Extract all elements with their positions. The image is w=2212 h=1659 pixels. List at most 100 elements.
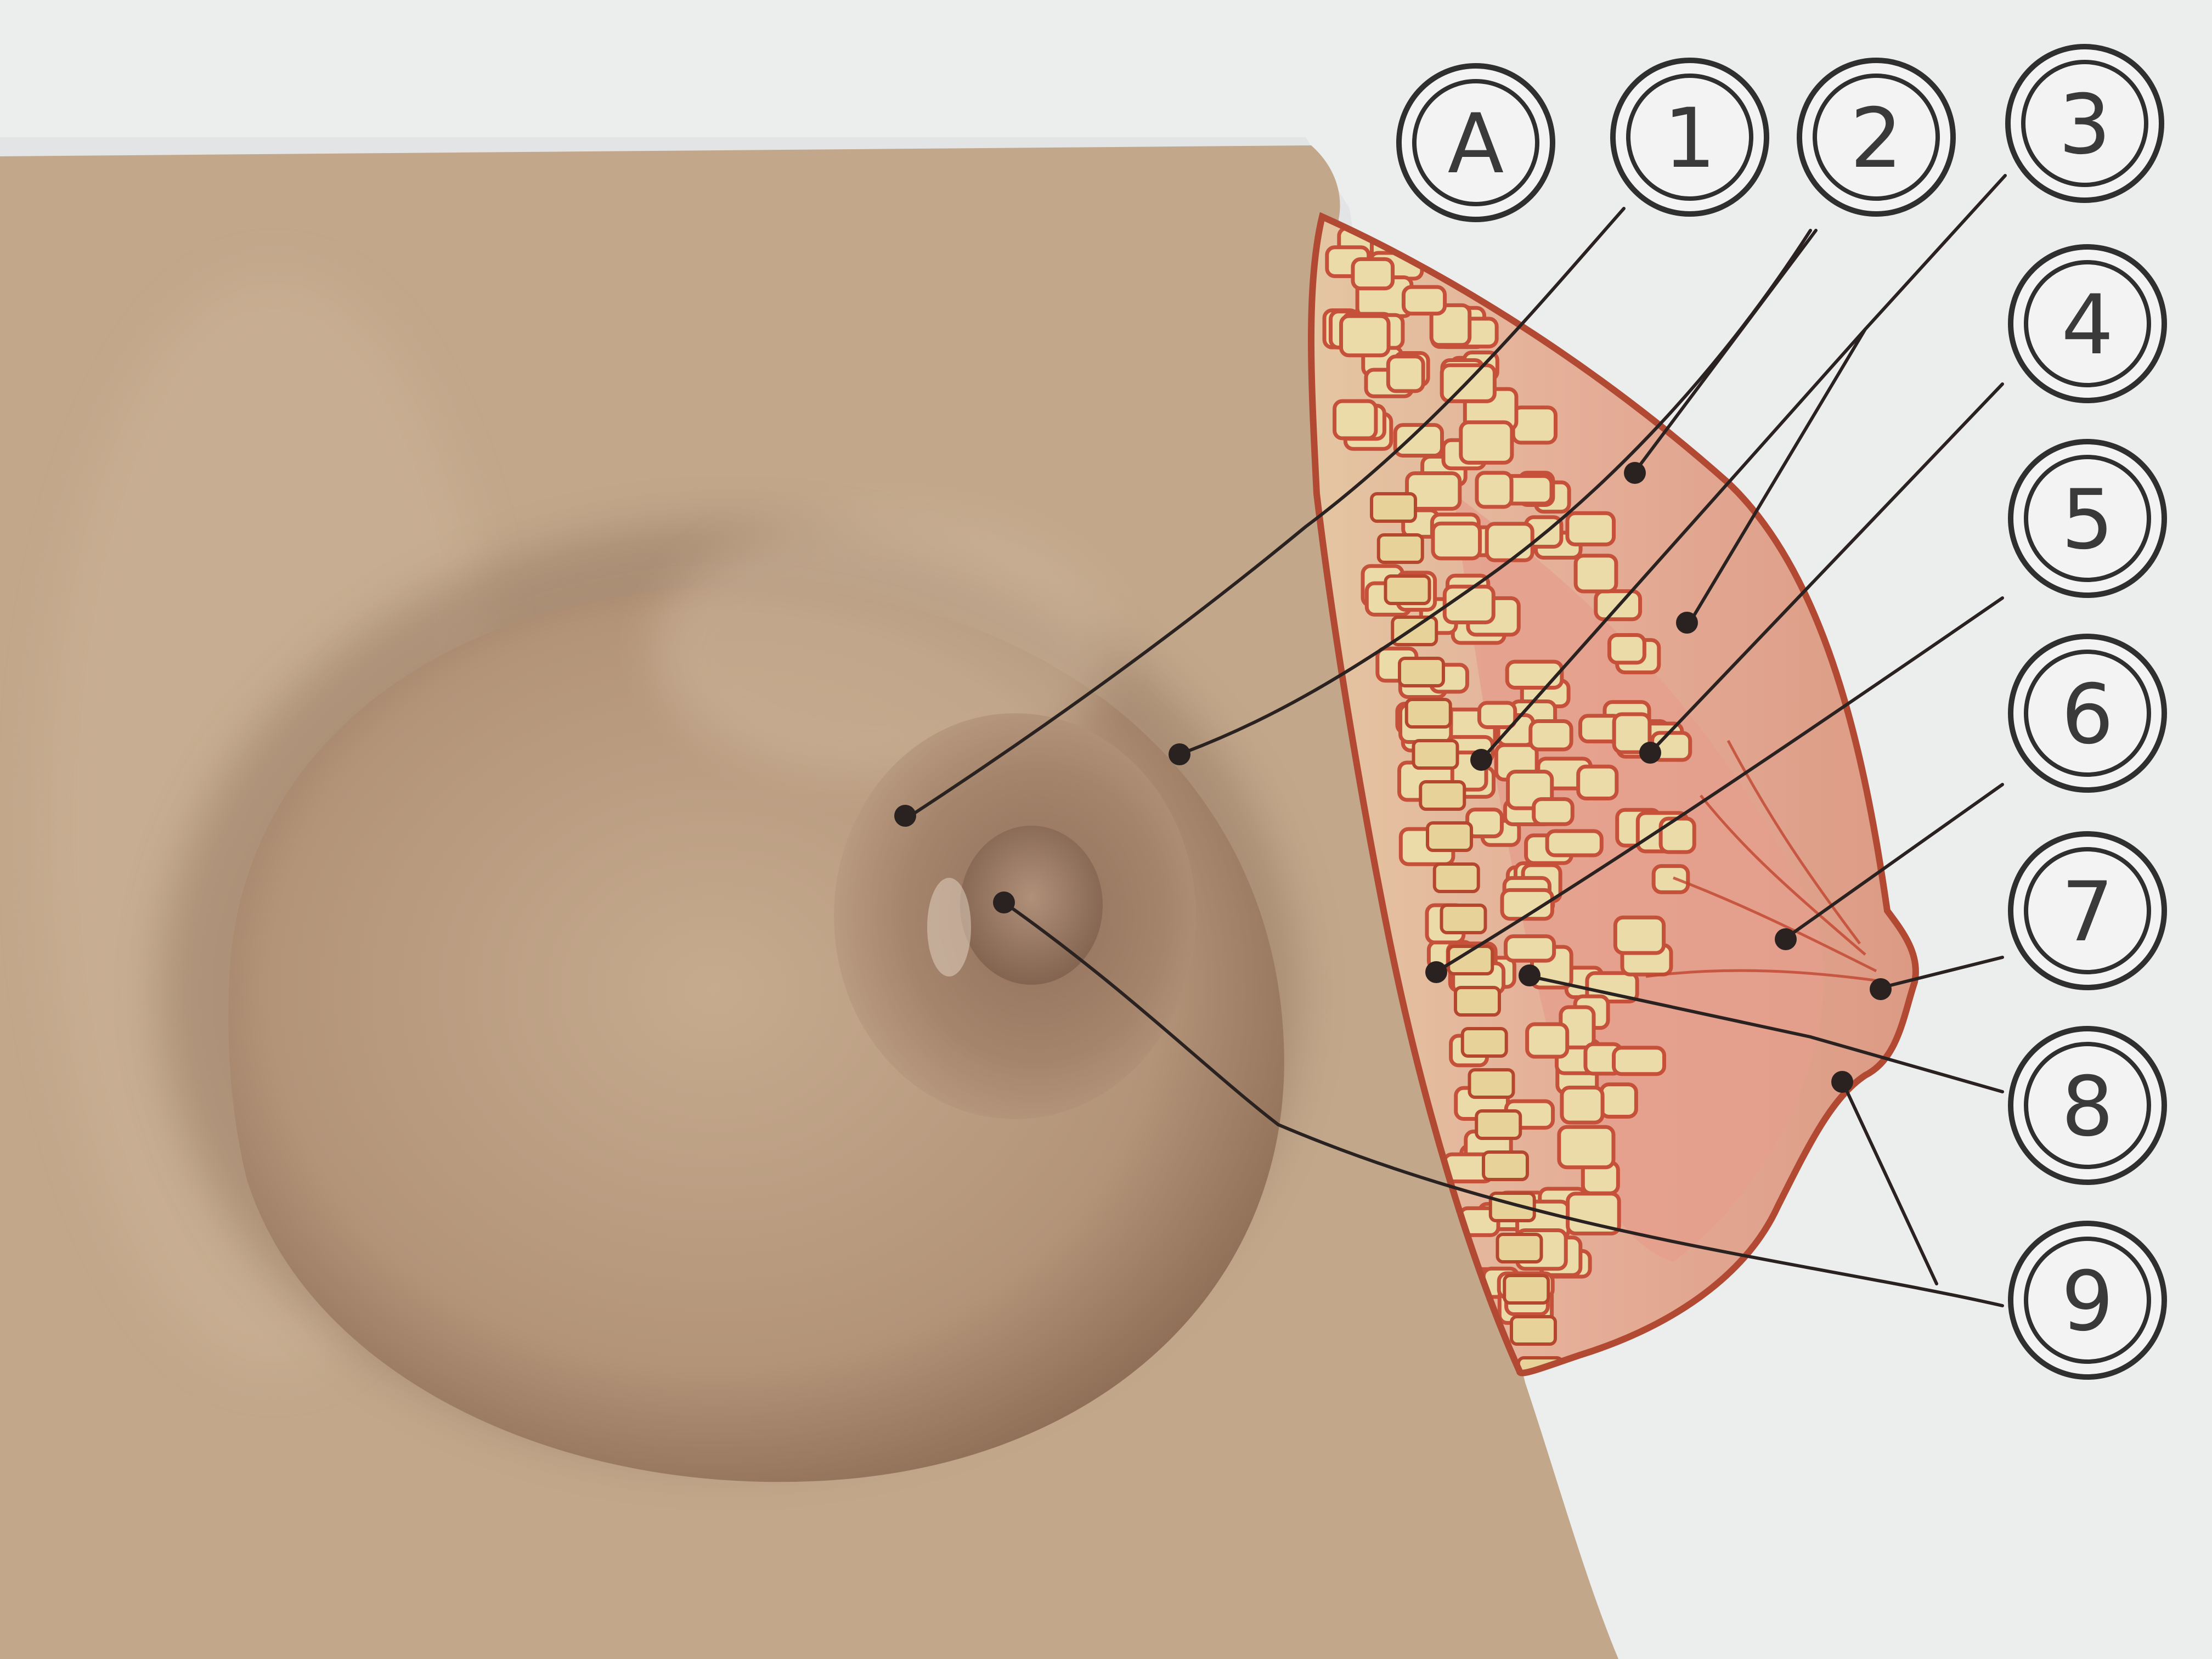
fat-lobule <box>1658 816 1696 854</box>
fat-lobule <box>1612 712 1652 754</box>
callout-label: 9 <box>2061 1254 2113 1350</box>
chest-wall-segment <box>1419 780 1466 811</box>
chest-wall-segment <box>1503 1274 1550 1305</box>
chest-wall-segment <box>1398 657 1445 687</box>
fat-lobule <box>1431 521 1482 561</box>
callout-label: 2 <box>1850 91 1902 187</box>
breast-highlight <box>653 516 1114 779</box>
dot-2-front <box>1169 743 1190 765</box>
leader-8 <box>1529 975 2004 1093</box>
callout-badge-2: 2 <box>1797 58 1956 217</box>
dot-9-section <box>1831 1071 1853 1093</box>
callout-badge-4: 4 <box>2008 244 2167 403</box>
leader-4 <box>1644 382 2004 759</box>
chest-wall-segment <box>1391 616 1438 646</box>
callout-badges: A 1 2 3 4 5 6 7 8 9 <box>1396 44 2167 1380</box>
fat-lobule <box>1339 314 1391 358</box>
callout-badge-3: 3 <box>2005 44 2164 203</box>
fat-lobule <box>1505 659 1564 690</box>
fat-lobule <box>1405 471 1462 511</box>
leader-2a <box>1178 229 1812 756</box>
fat-lobule <box>1459 420 1514 465</box>
callout-badge-1: 1 <box>1610 58 1769 217</box>
fat-lobule <box>1557 1125 1616 1170</box>
chest-wall-segment <box>1482 1150 1529 1181</box>
chest-wall-segment <box>1432 862 1480 893</box>
callout-label: A <box>1448 97 1504 192</box>
chest-wall-segment <box>1412 739 1459 770</box>
fat-lobule <box>1599 1082 1638 1119</box>
fat-lobule <box>1545 829 1604 857</box>
callout-label: 4 <box>2061 278 2113 373</box>
fat-lobule <box>1528 719 1573 752</box>
fat-lobule <box>1607 633 1646 665</box>
fat-lobule <box>1401 285 1447 316</box>
dot-6 <box>1775 928 1797 950</box>
dot-7 <box>1870 978 1892 1000</box>
chest-wall-segment <box>1460 1027 1508 1058</box>
chest-wall-segment <box>1376 533 1424 564</box>
leader-9b <box>1842 1082 1938 1285</box>
dot-1 <box>894 805 916 827</box>
chest-wall-segment <box>1454 986 1501 1017</box>
leader-9a <box>1002 901 2004 1307</box>
dot-3a <box>1676 612 1698 634</box>
chest-wall-segment <box>1510 1315 1557 1346</box>
chest-wall-segment <box>1475 1109 1522 1140</box>
dot-2a <box>1624 462 1646 484</box>
fat-lobule <box>1560 1085 1605 1125</box>
leader-2b <box>1633 229 1818 473</box>
fat-lobule <box>1566 1192 1621 1235</box>
fat-lobule <box>1503 934 1556 963</box>
callout-badge-7: 7 <box>2008 831 2167 990</box>
lactiferous-duct <box>1645 969 1888 984</box>
nipple-sheen <box>927 878 971 977</box>
leader-1 <box>906 207 1626 819</box>
leader-3b <box>1688 328 1867 624</box>
callout-label: 1 <box>1663 91 1716 187</box>
chest-wall-segment <box>1384 574 1431 605</box>
chest-wall-segment <box>1496 1233 1543 1263</box>
dot-3b <box>1470 749 1492 771</box>
fat-lobule <box>1500 888 1554 921</box>
fat-lobule <box>1429 303 1472 347</box>
dot-8 <box>1519 964 1541 986</box>
callout-badge-5: 5 <box>2008 439 2167 598</box>
fat-lobule <box>1612 1046 1666 1076</box>
dot-4 <box>1639 742 1661 764</box>
callout-label: 8 <box>2061 1059 2113 1155</box>
chest-wall-segment <box>1468 1068 1515 1099</box>
callout-badge-view-a: A <box>1396 63 1555 222</box>
fat-lobule <box>1573 554 1618 594</box>
callout-label: 5 <box>2061 472 2113 568</box>
fat-lobule <box>1525 1022 1570 1059</box>
fat-lobule <box>1651 864 1690 894</box>
leader-7 <box>1880 956 2004 989</box>
leader-6 <box>1784 783 2004 940</box>
fat-lobule <box>1386 354 1425 393</box>
fat-lobule <box>1351 257 1395 291</box>
leader-lines <box>906 174 2007 1307</box>
chest-wall-segment <box>1440 904 1487 934</box>
fat-lobule <box>1511 405 1558 445</box>
fat-lobule <box>1477 701 1517 729</box>
lactiferous-duct <box>1673 876 1877 973</box>
callout-label: 7 <box>2061 865 2113 960</box>
leader-5 <box>1436 596 2004 973</box>
dot-9-front <box>993 891 1015 913</box>
chest-wall-segment <box>1370 492 1417 523</box>
callout-badge-8: 8 <box>2008 1026 2167 1185</box>
nipple <box>960 826 1103 985</box>
fat-lobule <box>1576 764 1619 800</box>
fat-lobule <box>1485 522 1534 562</box>
fat-lobule <box>1333 399 1378 441</box>
fat-lobule <box>1393 423 1444 458</box>
callout-badge-6: 6 <box>2008 634 2167 793</box>
lactiferous-duct <box>1700 794 1866 956</box>
fat-lobule <box>1442 584 1496 624</box>
fat-lobule <box>1613 915 1666 955</box>
breast-front-view <box>159 516 1300 1482</box>
chest-wall-segment <box>1426 821 1473 852</box>
chest-wall-segment <box>1404 698 1452 729</box>
